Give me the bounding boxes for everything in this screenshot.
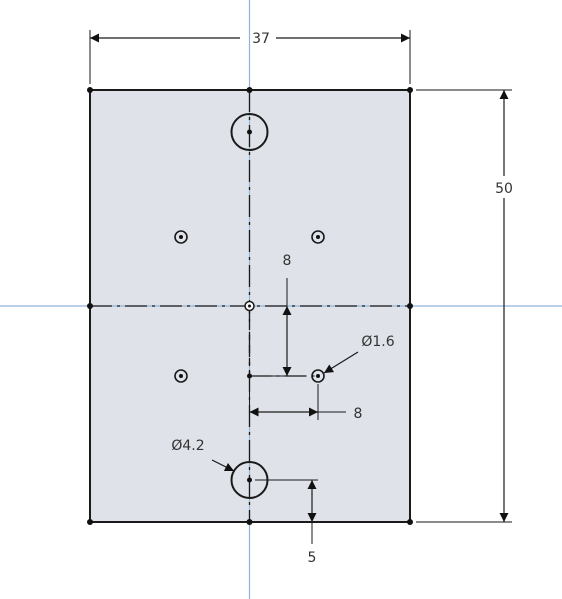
hole-horizontal-offset-label[interactable]: 8 [354,406,363,422]
small-hole-diameter-dimension[interactable]: Ø1.6 [323,334,395,374]
hole-vertical-offset-dimension[interactable]: 8 [255,253,295,377]
hole-horizontal-offset-dimension[interactable]: 8 [249,382,363,422]
small-hole-top-left[interactable] [174,230,188,244]
small-hole-diameter-label[interactable]: Ø1.6 [361,334,394,350]
width-dimension[interactable]: 37 [89,30,411,84]
hole-vertical-offset-label[interactable]: 8 [283,253,292,269]
origin-point[interactable] [244,300,255,312]
small-hole-top-right[interactable] [311,230,325,244]
bottom-hole-offset-dimension[interactable]: 5 [255,479,318,566]
height-dimension-label[interactable]: 50 [495,181,513,197]
height-dimension[interactable]: 50 [416,89,513,523]
large-hole-diameter-dimension[interactable]: Ø4.2 [171,438,235,472]
small-hole-bottom-right[interactable] [311,369,325,383]
large-hole-top[interactable] [230,113,269,151]
large-hole-diameter-label[interactable]: Ø4.2 [171,438,204,454]
bottom-hole-offset-label[interactable]: 5 [308,550,317,566]
small-hole-bottom-left[interactable] [174,369,188,383]
width-dimension-label[interactable]: 37 [252,31,270,47]
outline-vertices [87,87,413,525]
